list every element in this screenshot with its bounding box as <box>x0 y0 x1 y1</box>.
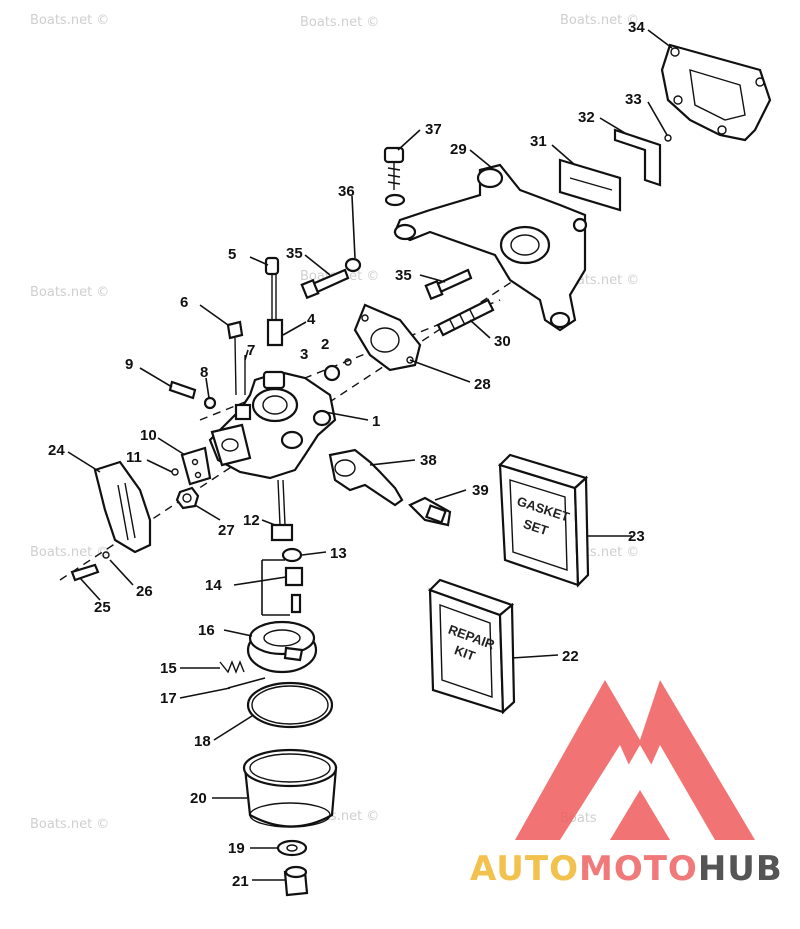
bowl-20 <box>242 748 338 828</box>
logo-moto: MOTO <box>579 849 698 889</box>
repair-kit-box-22: REPAIR KIT <box>427 578 516 715</box>
logo-hub: HUB <box>698 849 783 889</box>
logo-auto: AUTO <box>470 849 579 889</box>
callout-19: 19 <box>228 840 245 857</box>
callout-35: 35 <box>286 245 303 262</box>
parts-8-9 <box>168 380 217 410</box>
callout-12: 12 <box>243 512 260 529</box>
plug-21 <box>283 865 309 897</box>
oring-18 <box>246 681 334 729</box>
parts-13-14 <box>261 547 304 616</box>
gasket-set-box-23: GASKET SET <box>497 453 590 588</box>
screws-35 <box>300 268 473 301</box>
callout-5: 5 <box>228 246 236 263</box>
watermark: Boats.net © <box>30 13 109 28</box>
part-38 <box>328 448 404 507</box>
watermark: Boats.net © <box>30 285 109 300</box>
spring-15 <box>219 660 245 674</box>
callout-3: 3 <box>300 346 308 363</box>
callout-26: 26 <box>136 583 153 600</box>
callout-6: 6 <box>180 294 188 311</box>
callout-32: 32 <box>578 109 595 126</box>
washer-19 <box>276 839 308 857</box>
callout-25: 25 <box>94 599 111 616</box>
gasket-28 <box>353 303 422 372</box>
parts-4-5-7 <box>244 256 284 395</box>
callout-18: 18 <box>194 733 211 750</box>
nut-27 <box>175 486 200 510</box>
callout-27: 27 <box>218 522 235 539</box>
callout-39: 39 <box>472 482 489 499</box>
pin-17 <box>227 677 266 689</box>
callout-35: 35 <box>395 267 412 284</box>
watermarks: Boats.net © Boats.net © Boats.net © Boat… <box>30 13 639 832</box>
callout-1: 1 <box>372 413 380 430</box>
stud-30 <box>436 298 495 337</box>
watermark: Boats.net © <box>30 545 109 560</box>
gasket-34 <box>660 43 772 142</box>
parts-2-3 <box>323 358 352 382</box>
callout-17: 17 <box>160 690 177 707</box>
callout-30: 30 <box>494 333 511 350</box>
callout-16: 16 <box>198 622 215 639</box>
watermark: Boats.net © <box>560 13 639 28</box>
plate-10 <box>171 446 212 486</box>
callout-15: 15 <box>160 660 177 677</box>
intake-manifold-29 <box>393 163 588 332</box>
callout-28: 28 <box>474 376 491 393</box>
callout-14: 14 <box>205 577 222 594</box>
gasket-set-line2: SET <box>521 516 550 538</box>
callout-22: 22 <box>562 648 579 665</box>
leader-lines <box>67 29 673 881</box>
callout-21: 21 <box>232 873 249 890</box>
callout-24: 24 <box>48 442 65 459</box>
callout-13: 13 <box>330 545 347 562</box>
callout-23: 23 <box>628 528 645 545</box>
carburetor-body-1 <box>208 370 337 480</box>
needle-6 <box>226 320 244 396</box>
callout-37: 37 <box>425 121 442 138</box>
callout-29: 29 <box>450 141 467 158</box>
parts-31-33 <box>558 128 672 212</box>
callout-36: 36 <box>338 183 355 200</box>
callout-10: 10 <box>140 427 157 444</box>
callout-34: 34 <box>628 19 645 36</box>
part-39 <box>408 496 452 527</box>
screw-37 <box>344 146 406 273</box>
repair-kit-line2: KIT <box>452 642 477 663</box>
watermark: Boats.net © <box>30 817 109 832</box>
watermark: Boats.net © <box>300 15 379 30</box>
logo-text: AUTOMOTOHUB <box>470 849 783 889</box>
callout-4: 4 <box>307 311 316 328</box>
callout-8: 8 <box>200 364 208 381</box>
callout-7: 7 <box>247 342 255 359</box>
automotohub-logo: AUTOMOTOHUB <box>470 680 783 889</box>
callout-11: 11 <box>126 449 142 466</box>
callout-9: 9 <box>125 356 133 373</box>
float-16 <box>246 620 318 674</box>
callout-31: 31 <box>530 133 547 150</box>
bracket-24 <box>70 460 152 582</box>
callout-2: 2 <box>321 336 329 353</box>
callout-20: 20 <box>190 790 207 807</box>
callout-labels: 34 33 32 31 29 37 36 35 35 30 28 1 38 39… <box>48 19 645 890</box>
callout-33: 33 <box>625 91 642 108</box>
callout-38: 38 <box>420 452 437 469</box>
part-12 <box>270 479 294 542</box>
